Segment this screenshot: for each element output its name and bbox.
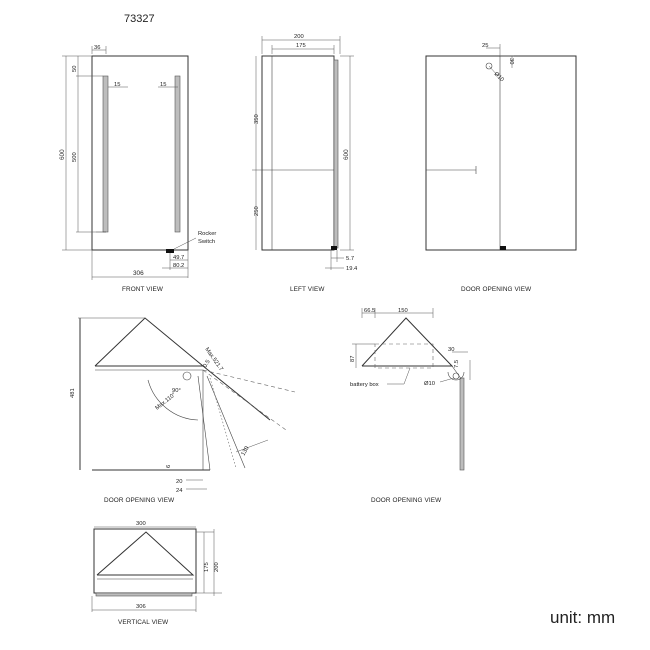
model-number: 73327 [124, 13, 155, 25]
dim-switch-offset-b: 80.2 [173, 263, 184, 269]
dim-left-height: 600 [343, 149, 350, 160]
front-view-label: FRONT VIEW [122, 286, 164, 293]
dim-swing: 130 [241, 446, 251, 457]
dim-edge-b: 20 [176, 479, 182, 485]
front-view: 36 15 15 600 50 500 Rocker Switch 49.7 8… [59, 45, 216, 293]
battery-box-callout: battery box [350, 382, 379, 388]
door-opening-plan-label: DOOR OPENING VIEW [104, 497, 175, 504]
dim-detail-height: 87 [350, 356, 356, 362]
dim-gap: 25 [482, 43, 488, 49]
dim-inner-depth: 175 [296, 43, 306, 49]
dim-detail-gap-b: 7.5 [454, 360, 460, 368]
dim-angle-a: 90° [172, 388, 181, 394]
dim-edge-a: 6 [166, 465, 172, 468]
dim-detail-gap: 30 [448, 347, 454, 353]
dim-detail-hole: Ø10 [424, 381, 435, 387]
rocker-callout-line2: Switch [198, 239, 215, 245]
dim-strip-left: 15 [114, 82, 120, 88]
door-opening-detail-label: DOOR OPENING VIEW [371, 497, 442, 504]
door-opening-top-label: DOOR OPENING VIEW [461, 286, 532, 293]
dim-switch-offset-a: 49.7 [173, 255, 184, 261]
dim-inner-height: 175 [204, 562, 210, 572]
left-view-label: LEFT VIEW [290, 286, 325, 293]
dim-width: 306 [133, 270, 144, 277]
door-opening-elevation: 25 30 Ø10 DOOR OPENING VIEW [425, 43, 577, 293]
door-opening-plan: 481 Max.521.7 0.5 90° Max.110° 130 6 20 … [70, 317, 296, 504]
dim-upper: 350 [254, 114, 260, 124]
dim-top-gap: 50 [72, 66, 78, 72]
dim-bottom-width: 306 [136, 604, 146, 610]
dim-edge-c: 24 [176, 488, 183, 494]
dim-strip-length: 500 [72, 152, 78, 162]
led-strip-left [102, 75, 109, 233]
dim-angle-max: Max.110° [155, 392, 178, 412]
dim-offset-b: 19.4 [346, 266, 358, 272]
dim-hole: Ø10 [493, 71, 505, 83]
dim-lower: 250 [254, 206, 260, 216]
vertical-view: 300 175 200 306 VERTICAL VIEW [91, 521, 222, 626]
dim-height: 600 [59, 149, 66, 160]
unit-label: unit: mm [550, 608, 615, 627]
vertical-view-label: VERTICAL VIEW [118, 619, 169, 626]
door-opening-detail: 66.5 150 87 30 7.5 battery box Ø10 DOOR … [350, 308, 471, 504]
dim-top-offset: 36 [94, 45, 100, 51]
led-strip-right [174, 75, 181, 233]
dim-detail-width: 150 [398, 308, 408, 314]
dim-offset-a: 5.7 [346, 256, 354, 262]
dim-plan-depth: 481 [70, 388, 76, 398]
dim-top-width: 300 [136, 521, 146, 527]
dim-detail-left: 66.5 [364, 308, 375, 314]
dim-vertical-height: 200 [214, 562, 220, 572]
dim-strip-right: 15 [160, 82, 166, 88]
dim-clearance: 0.5 [203, 359, 212, 369]
rocker-switch-icon [166, 249, 174, 253]
left-view: 200 175 350 250 600 5.7 19.4 LEFT VIEW [252, 34, 358, 293]
dim-depth: 200 [294, 34, 304, 40]
dim-gap-b: 30 [508, 58, 514, 64]
rocker-callout-line1: Rocker [198, 231, 216, 237]
